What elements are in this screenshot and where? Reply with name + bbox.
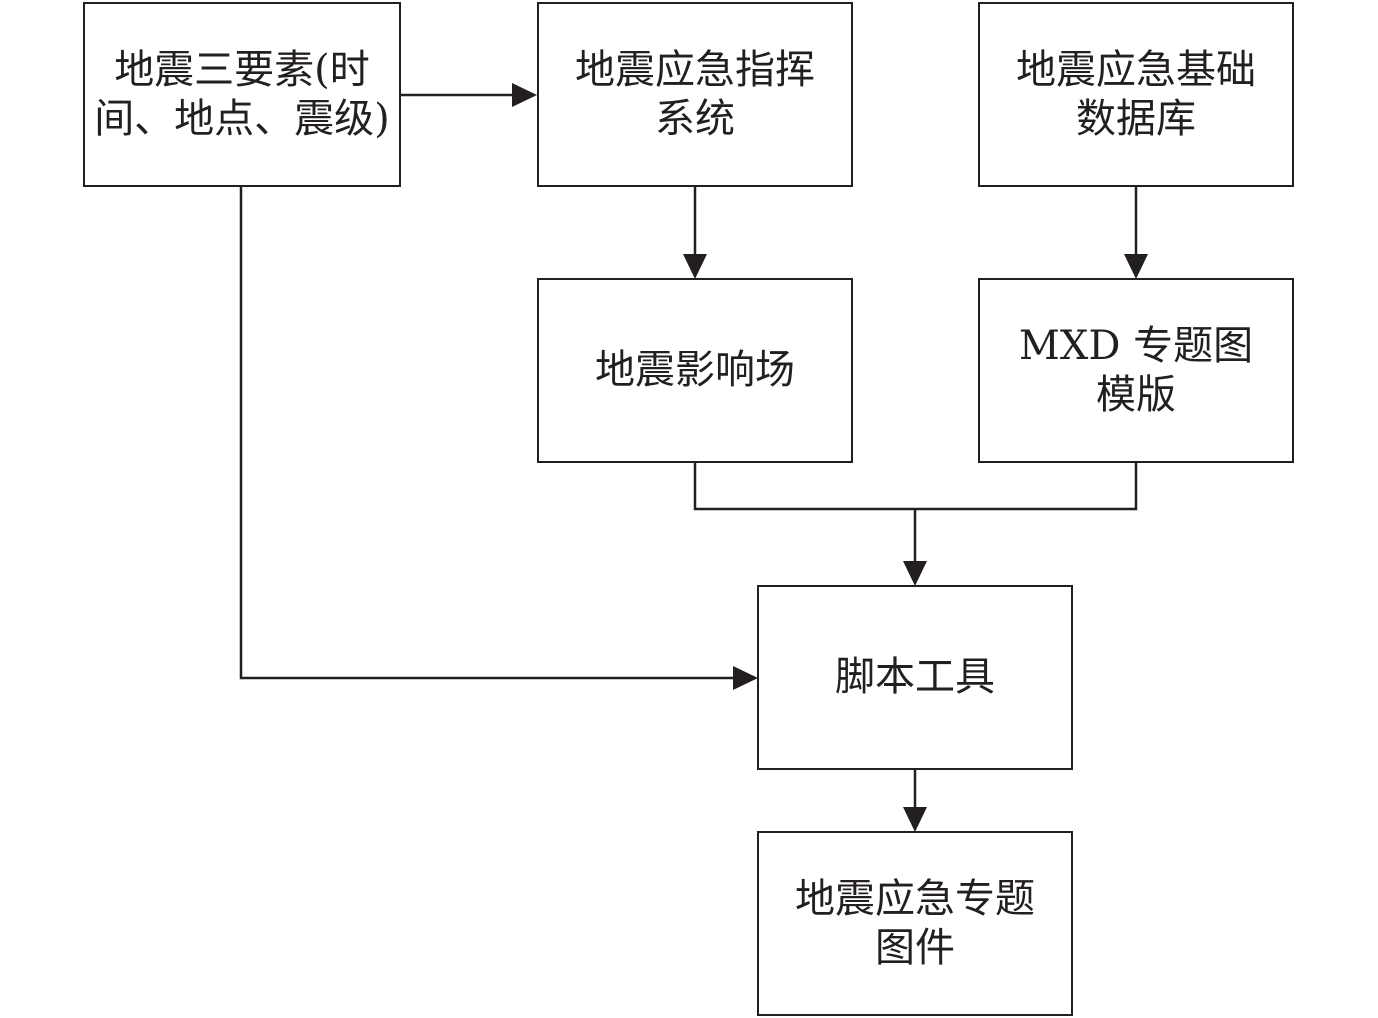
node-base-database-line-1: 地震应急基础: [1016, 46, 1256, 93]
node-quake-params-line-1: 地震三要素(时: [114, 46, 370, 93]
node-quake-params-line-2: 间、地点、震级): [94, 95, 390, 142]
node-mxd-template: MXD 专题图 模版: [978, 278, 1294, 463]
edge-mxd-template-to-merge: [915, 462, 1138, 511]
node-thematic-maps-line-1: 地震应急专题: [795, 875, 1035, 922]
node-command-system-line-1: 地震应急指挥: [575, 46, 815, 93]
node-command-system-line-2: 系统: [655, 95, 735, 142]
node-command-system: 地震应急指挥 系统: [537, 2, 853, 187]
edge-impact-field-to-merge: [693, 462, 915, 511]
node-impact-field: 地震影响场: [537, 278, 853, 463]
node-thematic-maps-line-2: 图件: [875, 924, 955, 971]
node-base-database: 地震应急基础 数据库: [978, 2, 1294, 187]
arrowhead-script-tool-left: [733, 666, 758, 690]
arrowhead-impact-field: [683, 254, 707, 279]
arrowhead-script-tool-top: [903, 561, 927, 586]
node-thematic-maps: 地震应急专题 图件: [757, 831, 1073, 1016]
node-mxd-template-line-1: MXD 专题图: [1018, 322, 1254, 369]
arrowhead-command-system: [512, 83, 537, 107]
arrowhead-mxd-template: [1124, 254, 1148, 279]
node-impact-field-line-1: 地震影响场: [595, 347, 795, 393]
edge-quake-params-to-script-tool: [239, 186, 733, 680]
node-quake-params: 地震三要素(时 间、地点、震级): [83, 2, 401, 187]
node-script-tool-line-1: 脚本工具: [835, 654, 995, 700]
node-script-tool: 脚本工具: [757, 585, 1073, 770]
arrowhead-thematic-maps: [903, 807, 927, 832]
node-base-database-line-2: 数据库: [1076, 95, 1196, 142]
node-mxd-template-line-2: 模版: [1096, 371, 1176, 418]
